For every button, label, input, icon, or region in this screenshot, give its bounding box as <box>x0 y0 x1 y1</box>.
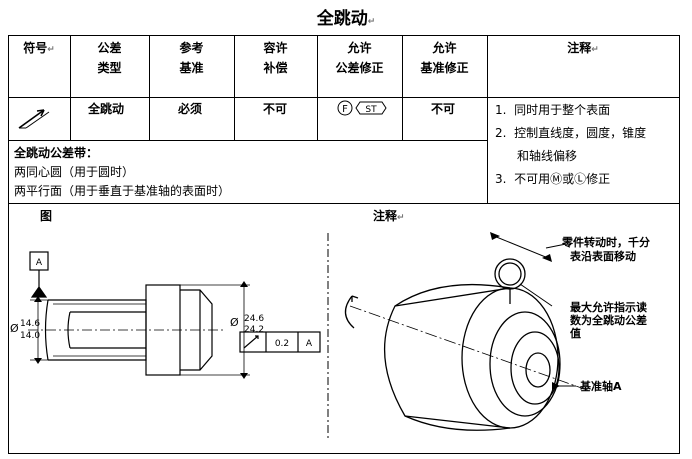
fcf-tolerance: 0.2 <box>275 339 289 349</box>
note-item: 3. 不可用Ⓜ或Ⓛ修正 <box>495 172 611 186</box>
header-tolerance-modifier: 允许公差修正 <box>335 41 384 75</box>
header-datum-reference: 参考基准 <box>179 41 204 75</box>
total-runout-symbol-icon <box>18 109 50 129</box>
section-figure: 图 <box>40 209 53 223</box>
callout-max-2: 数为全跳动公差 <box>570 313 647 327</box>
callout-rotate-2: 表沿表面移动 <box>569 249 636 263</box>
small-dia-lower: 14.0 <box>20 331 40 341</box>
large-dia-lower: 24.2 <box>244 325 264 335</box>
callout-datum-axis: 基准轴A <box>579 379 622 393</box>
large-dia-upper: 24.6 <box>244 314 264 324</box>
datum-a-label: A <box>36 258 43 268</box>
modifier-f: F <box>342 104 348 115</box>
bonus-value: 不可 <box>263 102 288 116</box>
header-tolerance-type: 公差类型 <box>97 41 122 75</box>
header-bonus: 容许补偿 <box>263 41 288 75</box>
page-title: 全跳动↵ <box>316 9 376 29</box>
tolerance-type-value: 全跳动 <box>88 102 125 116</box>
zone-line-1: 两同心圆（用于圆时） <box>14 165 135 179</box>
note-item: 和轴线偏移 <box>517 149 578 163</box>
large-dia-symbol: Ø <box>230 316 239 329</box>
notes-list: 1. 同时用于整个表面 2. 控制直线度，圆度，锥度 和轴线偏移 3. 不可用Ⓜ… <box>495 99 677 191</box>
callout-max-1: 最大允许指示读 <box>570 300 647 314</box>
datum-modifier-value: 不可 <box>431 102 456 116</box>
note-item: 2. 控制直线度，圆度，锥度 <box>495 126 647 140</box>
callout-max-3: 值 <box>570 326 581 340</box>
zone-line-2: 两平行面（用于垂直于基准轴的表面时） <box>14 184 231 198</box>
runout-illustration: 零件转动时，千分 表沿表面移动 最大允许指示读 数为全跳动公差 值 基准轴A <box>344 232 650 431</box>
header-notes: 注释↵ <box>567 41 599 55</box>
note-item: 1. 同时用于整个表面 <box>495 103 611 117</box>
callout-rotate-1: 零件转动时，千分 <box>561 235 650 249</box>
part-drawing: A Ø 14.6 14.0 Ø 24.6 24.2 0.2 A <box>10 251 321 379</box>
modifier-f-st-icon: F ST <box>337 100 387 116</box>
fcf-datum: A <box>306 339 313 349</box>
small-dia-symbol: Ø <box>10 322 19 335</box>
header-datum-modifier: 允许基准修正 <box>420 41 469 75</box>
header-symbol: 符号↵ <box>23 41 55 55</box>
section-notes: 注释↵ <box>373 209 405 223</box>
datum-value: 必须 <box>178 102 203 116</box>
modifier-st: ST <box>365 105 377 115</box>
zone-title: 全跳动公差带： <box>14 146 99 160</box>
tolerance-zone: 全跳动公差带： 两同心圆（用于圆时） 两平行面（用于垂直于基准轴的表面时） <box>14 144 484 201</box>
small-dia-upper: 14.6 <box>20 319 40 329</box>
